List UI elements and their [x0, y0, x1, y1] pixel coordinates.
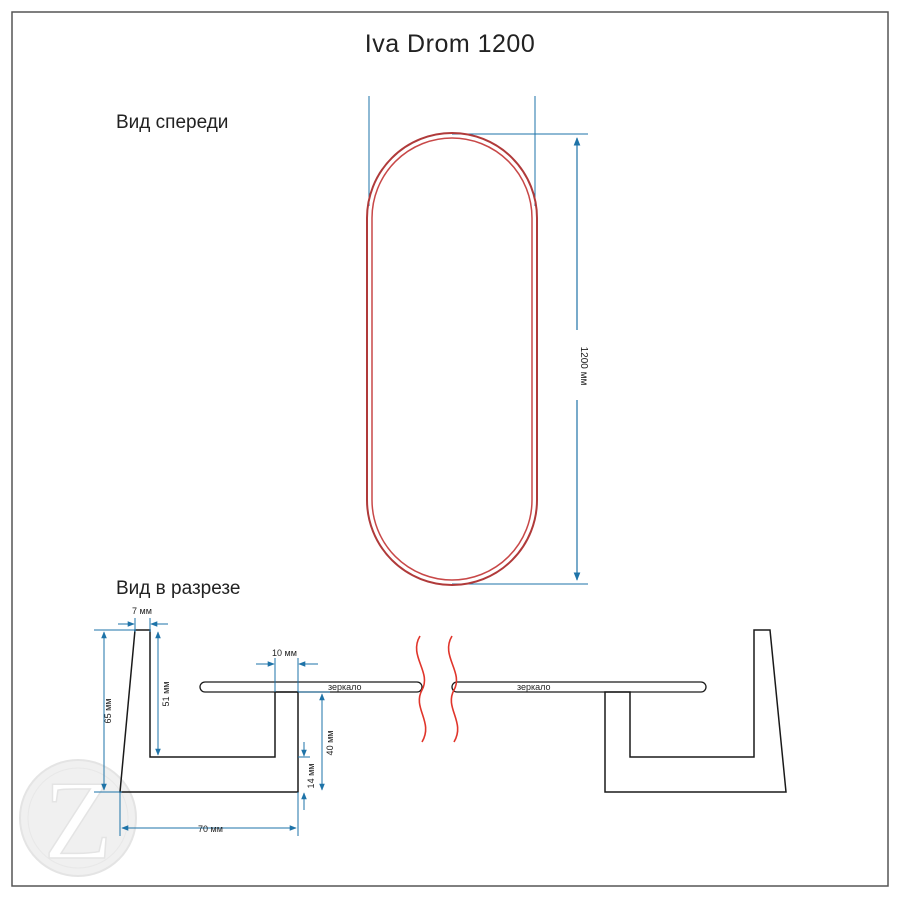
mount-width-label: 10 мм [272, 648, 297, 658]
section-view: зеркало зеркало 7 мм 65 мм 51 мм 10 мм 4… [94, 606, 787, 836]
frame-profile-right [604, 629, 787, 793]
mirror-frame-outer [366, 132, 538, 586]
front-view-label: Вид спереди [116, 112, 229, 133]
watermark-logo: Z [19, 758, 137, 884]
section-view-label: Вид в разрезе [116, 578, 241, 599]
mirror-label: зеркало [328, 682, 362, 692]
mirror-frame-inner [371, 137, 533, 581]
height-dimension-label: 1200 мм [578, 347, 589, 386]
break-line [447, 635, 459, 743]
drawing-title: Iva Drom 1200 [364, 30, 536, 58]
mirror-glass-right [451, 681, 707, 693]
mirror-label: зеркало [517, 682, 551, 692]
watermark-letter: Z [44, 759, 112, 883]
break-line [415, 635, 427, 743]
total-depth-label: 65 мм [103, 699, 113, 724]
wall-thickness-label: 7 мм [132, 606, 152, 616]
total-width-label: 70 мм [198, 824, 223, 834]
base-thickness-label: 14 мм [306, 764, 316, 789]
inner-depth-label: 51 мм [161, 682, 171, 707]
mirror-glass-left [199, 681, 423, 693]
mount-height-label: 40 мм [325, 731, 335, 756]
front-view: 1200 мм [366, 96, 589, 586]
drawing-border [11, 11, 889, 887]
